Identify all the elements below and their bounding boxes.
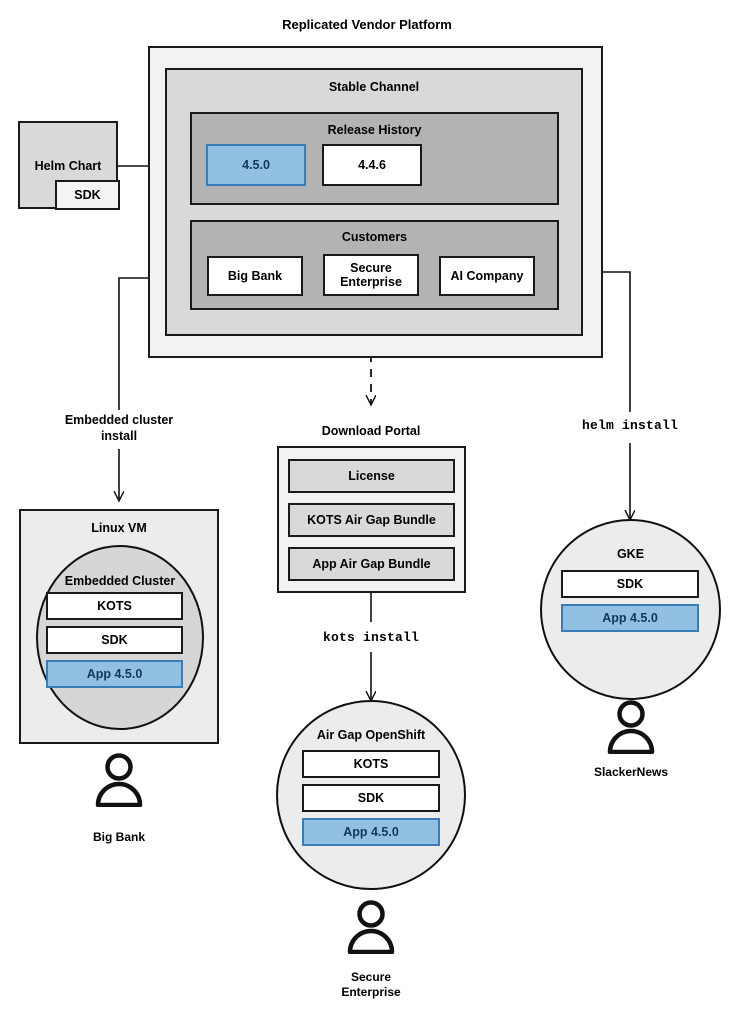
linux-vm-component-sdk[interactable]: SDK [46, 626, 183, 654]
customer-name: Big Bank [227, 268, 283, 283]
release-history-title: Release History [327, 123, 422, 137]
release-chip-4-5-0[interactable]: 4.5.0 [206, 144, 306, 186]
actor-label-slackernews: SlackerNews [593, 765, 669, 779]
download-portal-artifact-license[interactable]: License [288, 459, 455, 493]
openshift-component-app[interactable]: App 4.5.0 [302, 818, 440, 846]
component-label: App 4.5.0 [602, 610, 658, 625]
page-title: Replicated Vendor Platform [282, 17, 452, 32]
customer-card-ai-company[interactable]: AI Company [439, 256, 535, 296]
openshift-component-kots[interactable]: KOTS [302, 750, 440, 778]
helm-chart-sdk-box[interactable]: SDK [55, 180, 120, 210]
embedded-cluster-title: Embedded Cluster [64, 574, 176, 588]
customers-title: Customers [341, 230, 408, 244]
label-line-2: install [100, 428, 138, 443]
helm-chart-label: Helm Chart [34, 159, 102, 173]
linux-vm-component-app[interactable]: App 4.5.0 [46, 660, 183, 688]
customer-name: AI Company [450, 268, 524, 283]
gke-component-app[interactable]: App 4.5.0 [561, 604, 699, 632]
release-version-label: 4.4.6 [358, 157, 386, 172]
component-label: App 4.5.0 [86, 666, 143, 681]
linux-vm-component-kots[interactable]: KOTS [46, 592, 183, 620]
customer-card-big-bank[interactable]: Big Bank [207, 256, 303, 296]
download-portal-title: Download Portal [321, 424, 421, 438]
component-label: SDK [101, 632, 128, 647]
linux-vm-title: Linux VM [91, 521, 147, 535]
component-label: KOTS [353, 756, 389, 771]
artifact-label: License [348, 468, 395, 483]
artifact-label: App Air Gap Bundle [312, 556, 431, 571]
sdk-label: SDK [74, 187, 101, 202]
air-gap-openshift-title: Air Gap OpenShift [316, 728, 426, 742]
actor-icon-big-bank [95, 753, 143, 807]
label-embedded-cluster-install: Embedded cluster install [39, 413, 199, 444]
download-portal-artifact-kots-airgap[interactable]: KOTS Air Gap Bundle [288, 503, 455, 537]
actor-label-secure-enterprise: Secure Enterprise [291, 970, 451, 1000]
openshift-component-sdk[interactable]: SDK [302, 784, 440, 812]
component-label: KOTS [97, 598, 132, 613]
label-helm-install: helm install [581, 418, 678, 433]
actor-label-line-1: Secure [350, 970, 392, 984]
release-chip-4-4-6[interactable]: 4.4.6 [322, 144, 422, 186]
actor-label-line-2: Enterprise [341, 985, 401, 999]
label-line-1: Embedded cluster [64, 413, 174, 427]
actor-label-big-bank: Big Bank [92, 830, 145, 844]
component-label: SDK [357, 790, 385, 805]
gke-title: GKE [616, 547, 645, 561]
component-label: App 4.5.0 [343, 824, 399, 839]
artifact-label: KOTS Air Gap Bundle [307, 512, 436, 527]
stable-channel-title: Stable Channel [328, 80, 420, 94]
release-version-label: 4.5.0 [242, 157, 270, 172]
actor-icon-secure-enterprise [347, 900, 395, 954]
customer-name: Secure Enterprise [340, 260, 402, 289]
actor-icon-slackernews [607, 700, 655, 754]
gke-component-sdk[interactable]: SDK [561, 570, 699, 598]
component-label: SDK [616, 576, 644, 591]
download-portal-artifact-app-airgap[interactable]: App Air Gap Bundle [288, 547, 455, 581]
label-kots-install: kots install [322, 630, 419, 645]
customer-card-secure-enterprise[interactable]: Secure Enterprise [323, 254, 419, 296]
